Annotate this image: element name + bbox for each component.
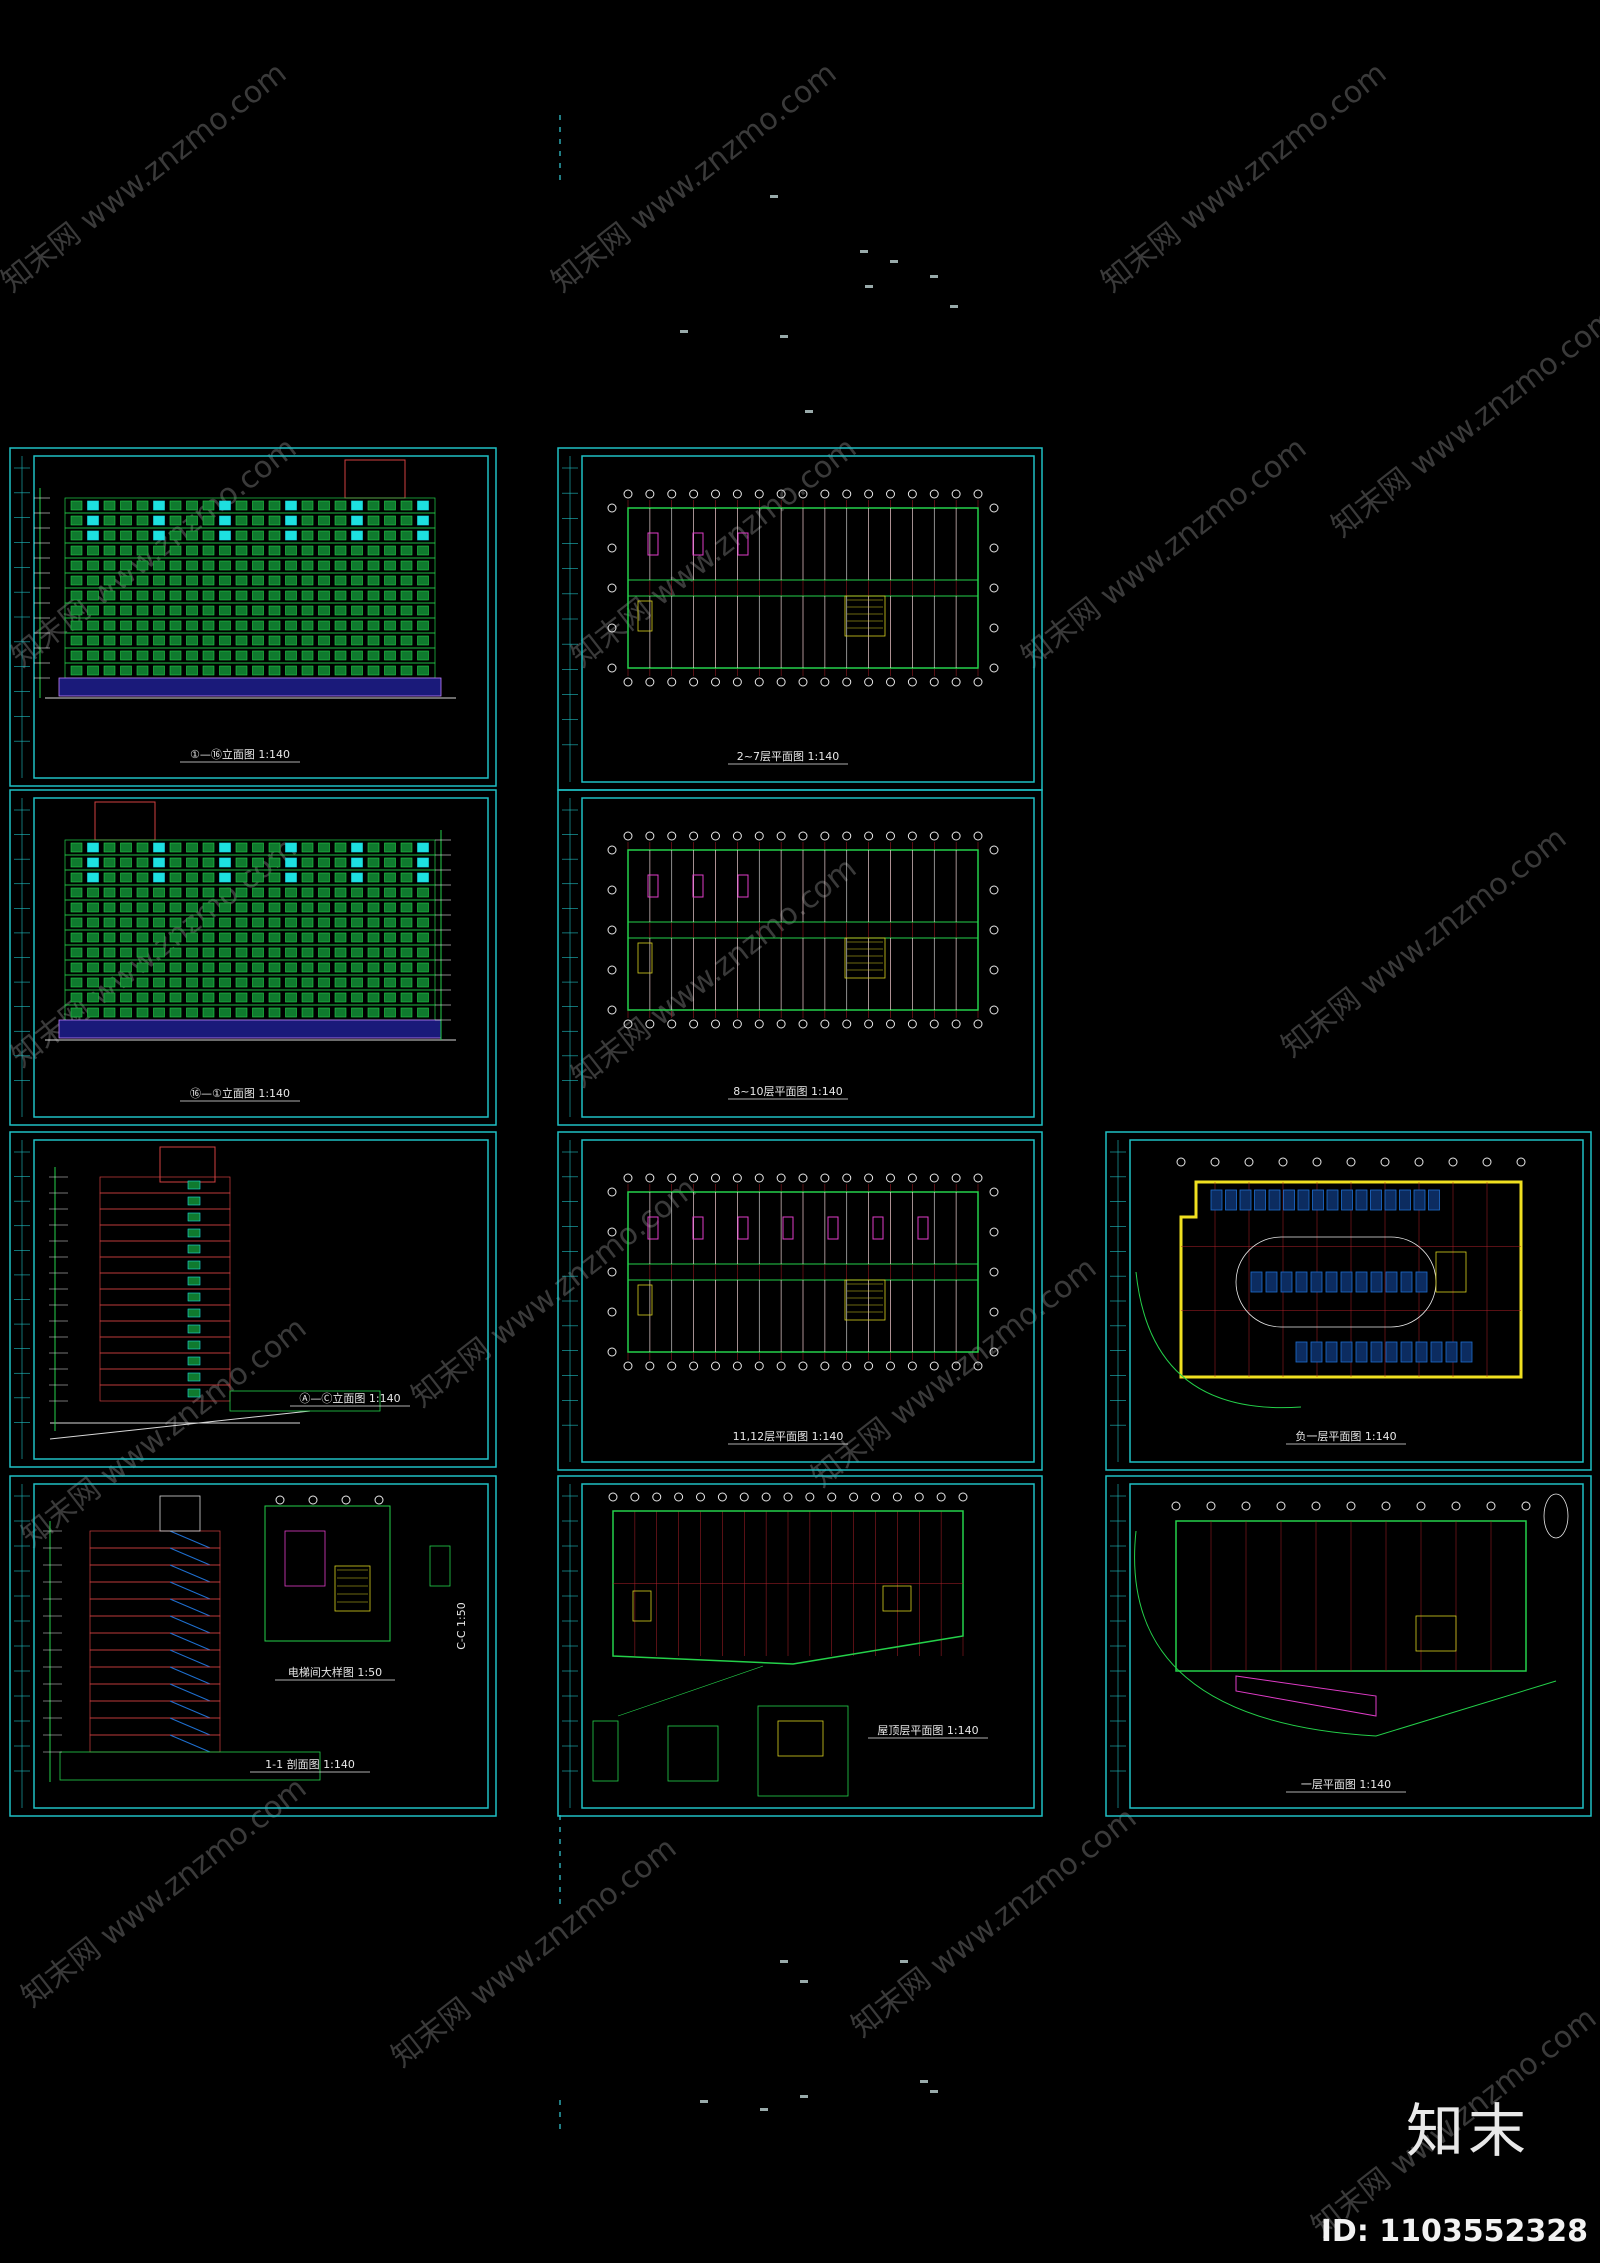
watermark-text: 知末网 www.znzmo.com <box>1275 821 1573 1065</box>
sheet-elevation-side: Ⓐ—Ⓒ立面图 1:140 <box>9 1131 497 1468</box>
watermark-text: 知末网 www.znzmo.com <box>565 431 863 675</box>
watermark-text: 知末网 www.znzmo.com <box>545 56 843 300</box>
sheet-title: ⑯—①立面图 1:140 <box>190 1086 290 1100</box>
sheet-section: 1-1 剖面图 1:140 电梯间大样图 1:50 C-C 1:50 <box>9 1475 497 1817</box>
detail-title-2: C-C 1:50 <box>455 1602 468 1650</box>
sheet-plan-2-7: 2~7层平面图 1:140 <box>557 447 1043 791</box>
watermark-text: 知末网 www.znzmo.com <box>805 1251 1103 1495</box>
watermark-text: 知末网 www.znzmo.com <box>1095 56 1393 300</box>
sheet-elevation-16-1: ⑯—①立面图 1:140 <box>9 789 497 1126</box>
image-id-label: ID: 1103552328 <box>1320 2214 1588 2249</box>
sheet-title: 负一层平面图 1:140 <box>1295 1429 1396 1443</box>
sheet-title: 屋顶层平面图 1:140 <box>877 1724 978 1737</box>
sheet-title: 1-1 剖面图 1:140 <box>265 1757 355 1771</box>
watermark-text: 知末网 www.znzmo.com <box>1325 301 1600 545</box>
sheet-title: 2~7层平面图 1:140 <box>737 750 839 763</box>
watermark-text: 知末网 www.znzmo.com <box>1015 431 1313 675</box>
watermark-text: 知末网 www.znzmo.com <box>0 56 293 300</box>
sheet-title: 11,12层平面图 1:140 <box>733 1430 844 1443</box>
stray-marks <box>559 115 958 2129</box>
sheet-title: Ⓐ—Ⓒ立面图 1:140 <box>299 1391 400 1405</box>
sheet-title: 一层平面图 1:140 <box>1301 1778 1391 1791</box>
sheet-elevation-1-16: ①—⑯立面图 1:140 <box>9 447 497 787</box>
watermark-text: 知末网 www.znzmo.com <box>845 1801 1143 2045</box>
sheet-plan-roof: 屋顶层平面图 1:140 <box>557 1475 1043 1817</box>
sheet-plan-11-12: 11,12层平面图 1:140 <box>557 1131 1043 1471</box>
brand-logo: 知末 <box>1405 2097 1530 2165</box>
watermark-text: 知末网 www.znzmo.com <box>15 1771 313 2015</box>
sheet-plan-basement: 负一层平面图 1:140 <box>1105 1131 1592 1471</box>
sheet-plan-8-10: 8~10层平面图 1:140 <box>557 789 1043 1126</box>
detail-title: 电梯间大样图 1:50 <box>288 1665 382 1679</box>
watermark-text: 知末网 www.znzmo.com <box>15 1311 313 1555</box>
sheet-plan-ground: 一层平面图 1:140 <box>1105 1475 1592 1817</box>
sheet-title: 8~10层平面图 1:140 <box>733 1085 842 1098</box>
watermark-text: 知末网 www.znzmo.com <box>405 1171 703 1415</box>
watermark-text: 知末网 www.znzmo.com <box>385 1831 683 2075</box>
sheet-title: ①—⑯立面图 1:140 <box>190 747 290 761</box>
